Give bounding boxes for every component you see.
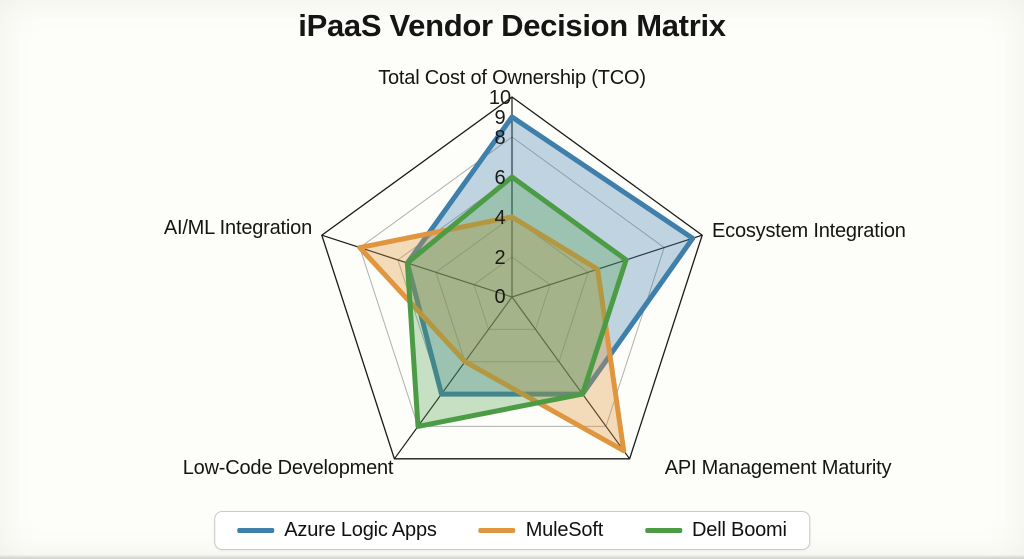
tick-label-4: 4 — [494, 207, 505, 229]
screen-edge-shadow — [0, 555, 1024, 559]
legend-item-mulesoft: MuleSoft — [478, 519, 604, 542]
legend-line-icon — [645, 528, 683, 533]
axis-spoke-1 — [511, 234, 703, 298]
axis-label-aiml: AI/ML Integration — [164, 217, 312, 239]
axis-labels: Total Cost of Ownership (TCO) Ecosystem … — [164, 67, 906, 479]
tick-label-6: 6 — [494, 167, 505, 189]
radial-tick-labels: 0 2 4 6 8 9 10 — [489, 87, 511, 308]
tick-label-2: 2 — [494, 247, 505, 269]
axis-spoke-4 — [321, 234, 513, 298]
chart-title: iPaaS Vendor Decision Matrix — [298, 8, 726, 43]
axis-label-tco: Total Cost of Ownership (TCO) — [378, 67, 646, 89]
grid-ring-4 — [435, 216, 589, 363]
tick-label-8: 8 — [494, 127, 505, 149]
legend-line-icon — [478, 528, 516, 533]
series-polygon-azure-logic-apps — [404, 114, 696, 397]
legend-label: Azure Logic Apps — [284, 519, 437, 541]
outer-pentagon — [321, 96, 703, 460]
axis-label-api: API Management Maturity — [665, 457, 892, 479]
axis-spoke-3 — [393, 296, 513, 460]
series-polygon-dell-boomi — [404, 174, 629, 429]
grid-ring-2 — [473, 256, 551, 330]
legend-label: Dell Boomi — [692, 519, 787, 541]
chart-legend: Azure Logic Apps MuleSoft Dell Boomi — [214, 511, 810, 550]
legend-item-dell-boomi: Dell Boomi — [645, 519, 787, 542]
axis-label-ecosystem: Ecosystem Integration — [712, 220, 906, 242]
legend-item-azure-logic-apps: Azure Logic Apps — [237, 519, 437, 542]
tick-label-9: 9 — [494, 107, 505, 129]
series-layer — [357, 114, 696, 454]
axis-spoke-2 — [511, 296, 631, 460]
legend-line-icon — [237, 528, 275, 533]
axis-label-lowcode: Low-Code Development — [183, 457, 394, 479]
tick-label-0: 0 — [494, 286, 505, 308]
tick-label-10: 10 — [489, 87, 511, 109]
grid-ring-8 — [359, 136, 665, 427]
series-polygon-mulesoft — [357, 214, 627, 454]
legend-label: MuleSoft — [525, 519, 604, 541]
